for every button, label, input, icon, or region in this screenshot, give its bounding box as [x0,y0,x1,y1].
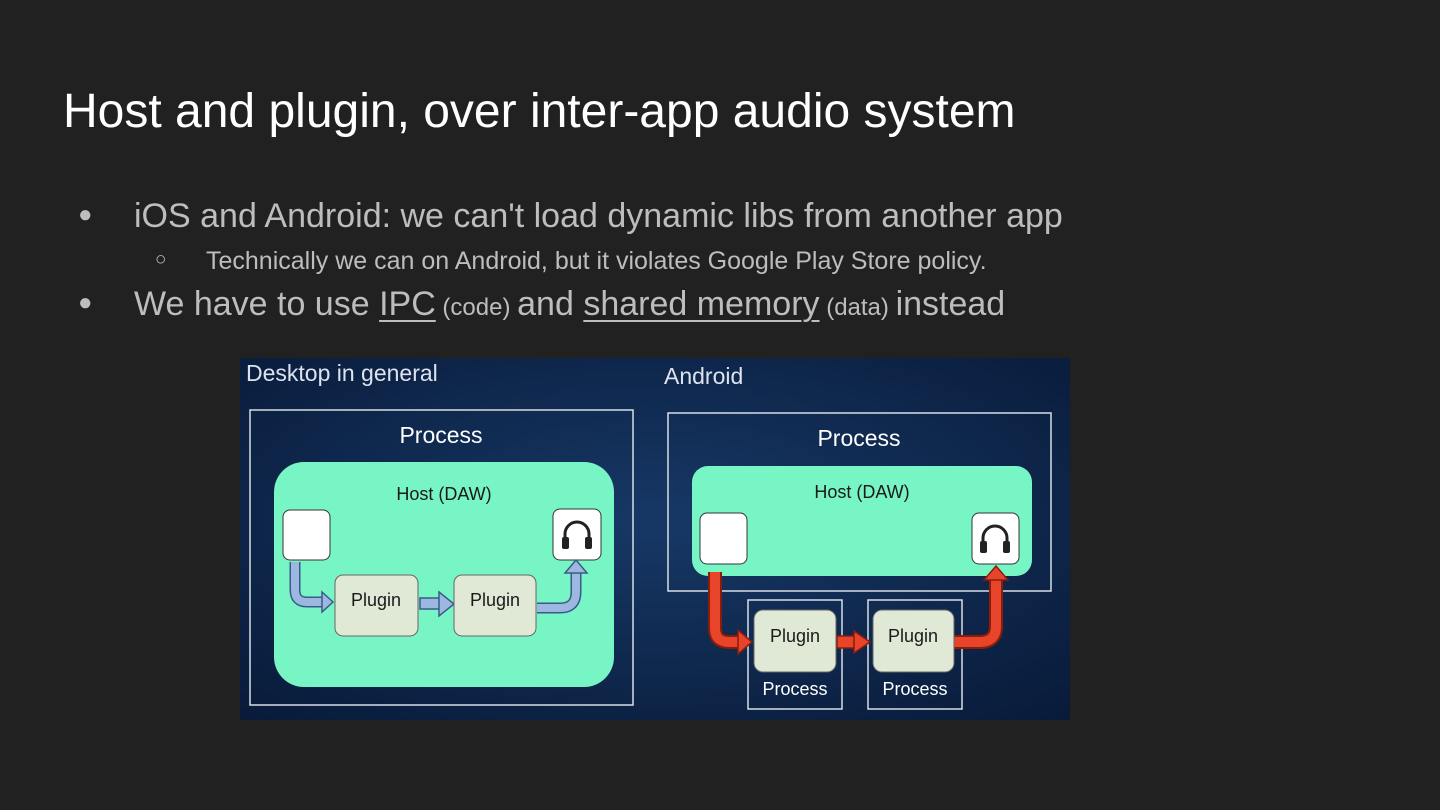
desktop-arrow-input [291,562,324,606]
sub-bullet-play-store: Technically we can on Android, but it vi… [206,247,987,275]
desktop-plugin-2-label: Plugin [470,590,520,610]
desktop-arrow-output [537,572,580,612]
android-audio-input-box [699,512,748,565]
android-heading: Android [664,363,743,389]
data-note: (data) [819,294,896,321]
android-plugin-1-process-box [747,599,843,710]
bullet-ios-android: iOS and Android: we can't load dynamic l… [134,197,1063,235]
android-arrow-plugin [836,635,856,649]
shared-memory-link[interactable]: shared memory [583,285,820,323]
android-plugin-1 [753,609,837,673]
desktop-arrow-plugin [419,597,441,610]
bullet-ipc-shared-memory: We have to use IPC (code) and shared mem… [134,285,1005,324]
desktop-heading: Desktop in general [246,360,438,386]
android-plugin-2-process-box [867,599,963,710]
android-plugin-2-process-label: Process [882,679,947,699]
code-note: (code) [435,294,518,321]
desktop-process-box [249,409,634,706]
desktop-plugin-1-label: Plugin [351,590,401,610]
android-plugin-1-label: Plugin [770,626,820,646]
desktop-process-label: Process [399,422,482,448]
bullet-marker: ● [78,289,93,316]
desktop-host-label: Host (DAW) [396,484,491,504]
android-arrow-output [954,578,1001,647]
bullet-text: instead [895,285,1006,323]
sub-bullet-marker: ○ [155,249,167,270]
android-plugin-2-label: Plugin [888,626,938,646]
bullet-marker: ● [78,201,93,228]
bullet-text: and [517,285,584,323]
desktop-plugin-1 [334,574,419,637]
android-process-label: Process [817,425,900,451]
slide-title: Host and plugin, over inter-app audio sy… [63,85,1016,138]
audio-input-box [282,509,331,561]
headphones-icon [971,512,1020,565]
android-plugin-1-process-label: Process [762,679,827,699]
android-host-label: Host (DAW) [814,482,909,502]
desktop-plugin-2 [453,574,537,637]
android-plugin-2 [872,609,955,673]
ipc-link[interactable]: IPC [379,285,436,323]
headphones-icon [552,508,602,561]
android-process-box [667,412,1052,592]
android-arrow-input [710,572,740,647]
android-host-box [692,466,1032,576]
architecture-diagram: Desktop in general Process Host (DAW) Pl… [240,358,1070,720]
bullet-text: We have to use [134,285,380,323]
